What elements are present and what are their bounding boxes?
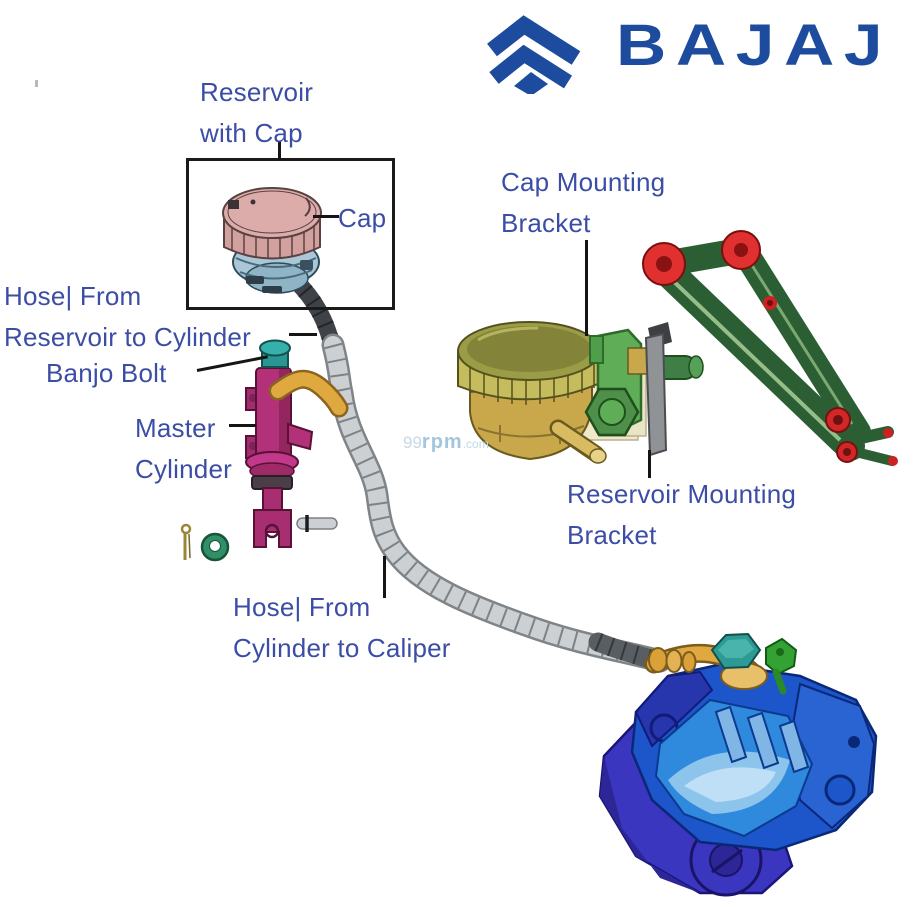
leader-cap — [313, 215, 339, 218]
clevis-pin-part — [296, 515, 338, 532]
leader-hose-caliper — [383, 556, 386, 598]
cap-mounting-bracket-part — [584, 328, 704, 437]
washer-part — [200, 532, 230, 562]
label-reservoir-mounting-bracket: Reservoir Mounting Bracket — [567, 479, 797, 550]
watermark-mid: rpm — [421, 431, 463, 453]
label-cap: Cap — [338, 203, 387, 233]
reservoir-callout-box — [186, 158, 395, 310]
reservoir-with-cap-part — [222, 187, 322, 294]
leader-reservoir-mounting-bracket — [648, 450, 651, 478]
caliper-part — [598, 632, 878, 897]
label-reservoir-with-cap: Reservoir with Cap — [200, 77, 314, 148]
label-master-cylinder: Master Cylinder — [135, 413, 232, 484]
label-hose-reservoir-to-cylinder: Hose| From Reservoir to Cylinder — [4, 281, 251, 352]
leader-reservoir-with-cap — [278, 142, 281, 160]
leader-master-cylinder — [229, 424, 256, 427]
label-banjo-bolt: Banjo Bolt — [46, 358, 167, 388]
label-cap-mounting-bracket: Cap Mounting Bracket — [501, 167, 666, 238]
master-cylinder-part — [245, 339, 349, 548]
bajaj-flying-b-icon — [487, 15, 581, 94]
frame-arm-part — [642, 230, 898, 466]
leader-cap-mounting-bracket — [585, 240, 588, 336]
watermark-prefix: 99 — [403, 433, 422, 452]
bajaj-wordmark: BAJAJ — [616, 13, 893, 78]
watermark: 99rpm.com — [403, 431, 489, 454]
stray-mark — [35, 80, 38, 87]
leader-hose-reservoir — [289, 333, 317, 336]
label-hose-cylinder-to-caliper: Hose| From Cylinder to Caliper — [233, 592, 451, 663]
rear-reservoir-part — [457, 321, 639, 464]
cotter-pin-part — [180, 523, 192, 560]
watermark-suffix: .com — [462, 437, 489, 451]
bajaj-logo: BAJAJ — [484, 6, 898, 94]
reservoir-mounting-bracket-part — [644, 322, 672, 457]
